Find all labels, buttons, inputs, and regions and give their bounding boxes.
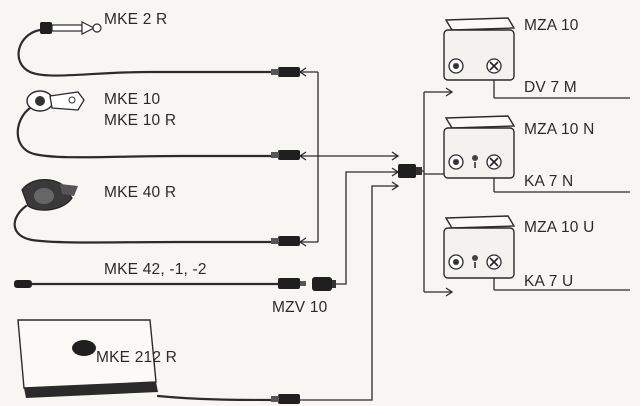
- unit-label-mza-10-u: MZA 10 U: [524, 219, 595, 236]
- mic-mke-2-r: [17, 21, 300, 77]
- mic-label-mke-40-r: MKE 40 R: [104, 184, 176, 201]
- unit-mza-10-u: [443, 215, 630, 291]
- unit-mza-10: [443, 17, 630, 99]
- cable-label-ka-7-u: KA 7 U: [524, 273, 573, 290]
- mic-label-mke-2-r: MKE 2 R: [104, 11, 167, 28]
- connection-lines: [298, 67, 454, 401]
- unit-mza-10-n: [443, 115, 630, 193]
- unit-label-mza-10-n: MZA 10 N: [524, 121, 595, 138]
- mic-mke-42: [14, 278, 306, 289]
- mic-mke-10: [16, 90, 300, 160]
- adapter-mzv-10: [312, 277, 336, 291]
- mic-label-mke-42: MKE 42, -1, -2: [104, 261, 207, 278]
- mic-mke-212-r: [17, 319, 300, 404]
- adapter-label-mzv-10: MZV 10: [272, 299, 328, 316]
- mic-label-mke-10-r: MKE 10 R: [104, 112, 176, 129]
- mic-mke-40-r: [13, 179, 300, 246]
- cable-label-dv-7-m: DV 7 M: [524, 79, 577, 96]
- unit-label-mza-10: MZA 10: [524, 17, 579, 34]
- cable-label-ka-7-n: KA 7 N: [524, 173, 573, 190]
- mic-label-mke-212-r: MKE 212 R: [96, 349, 177, 366]
- mic-label-mke-10: MKE 10: [104, 91, 161, 108]
